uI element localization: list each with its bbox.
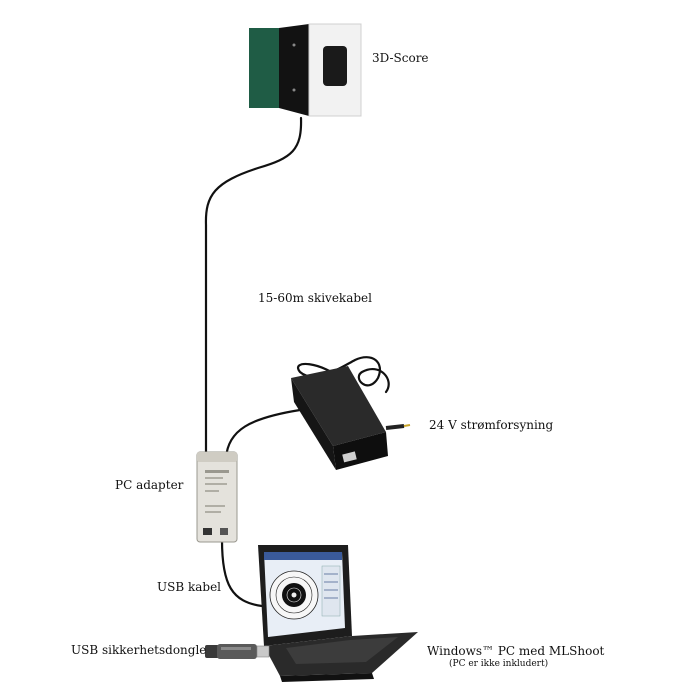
- laptop: [258, 545, 418, 682]
- power-supply: [291, 366, 411, 470]
- power-brick-front: [291, 378, 336, 470]
- laptop-keyboard: [286, 637, 398, 664]
- pc-adapter: [196, 451, 238, 543]
- label-power-supply: 24 V strømforsyning: [429, 418, 554, 432]
- laptop-front-edge: [280, 673, 374, 682]
- dongle-cap: [205, 645, 219, 658]
- screen-target: [269, 570, 319, 620]
- power-cord-loop: [296, 356, 390, 394]
- usb-cable: [220, 538, 264, 608]
- 3d-score-device: [249, 23, 362, 117]
- label-pc: Windows™ PC med MLShoot: [427, 644, 605, 658]
- label-pc-note: (PC er ikke inkludert): [449, 659, 549, 669]
- dongle-body: [217, 644, 257, 659]
- score-window: [323, 46, 347, 86]
- power-label-sticker: [342, 451, 357, 463]
- score-dark-panel: [279, 24, 309, 116]
- cables: [204, 116, 390, 608]
- label-usb-cable: USB kabel: [157, 580, 222, 594]
- label-target-cable: 15-60m skivekabel: [258, 291, 372, 305]
- dc-plug: [385, 424, 405, 430]
- target-cable: [204, 116, 303, 454]
- score-green-side: [249, 28, 279, 108]
- label-pc-adapter: PC adapter: [115, 478, 184, 492]
- power-cable: [224, 408, 302, 460]
- label-usb-dongle: USB sikkerhetsdongle: [71, 643, 207, 657]
- label-3d-score: 3D-Score: [372, 51, 429, 65]
- usb-dongle: [205, 644, 270, 659]
- power-brick-top: [291, 366, 386, 446]
- dongle-plug: [256, 645, 270, 658]
